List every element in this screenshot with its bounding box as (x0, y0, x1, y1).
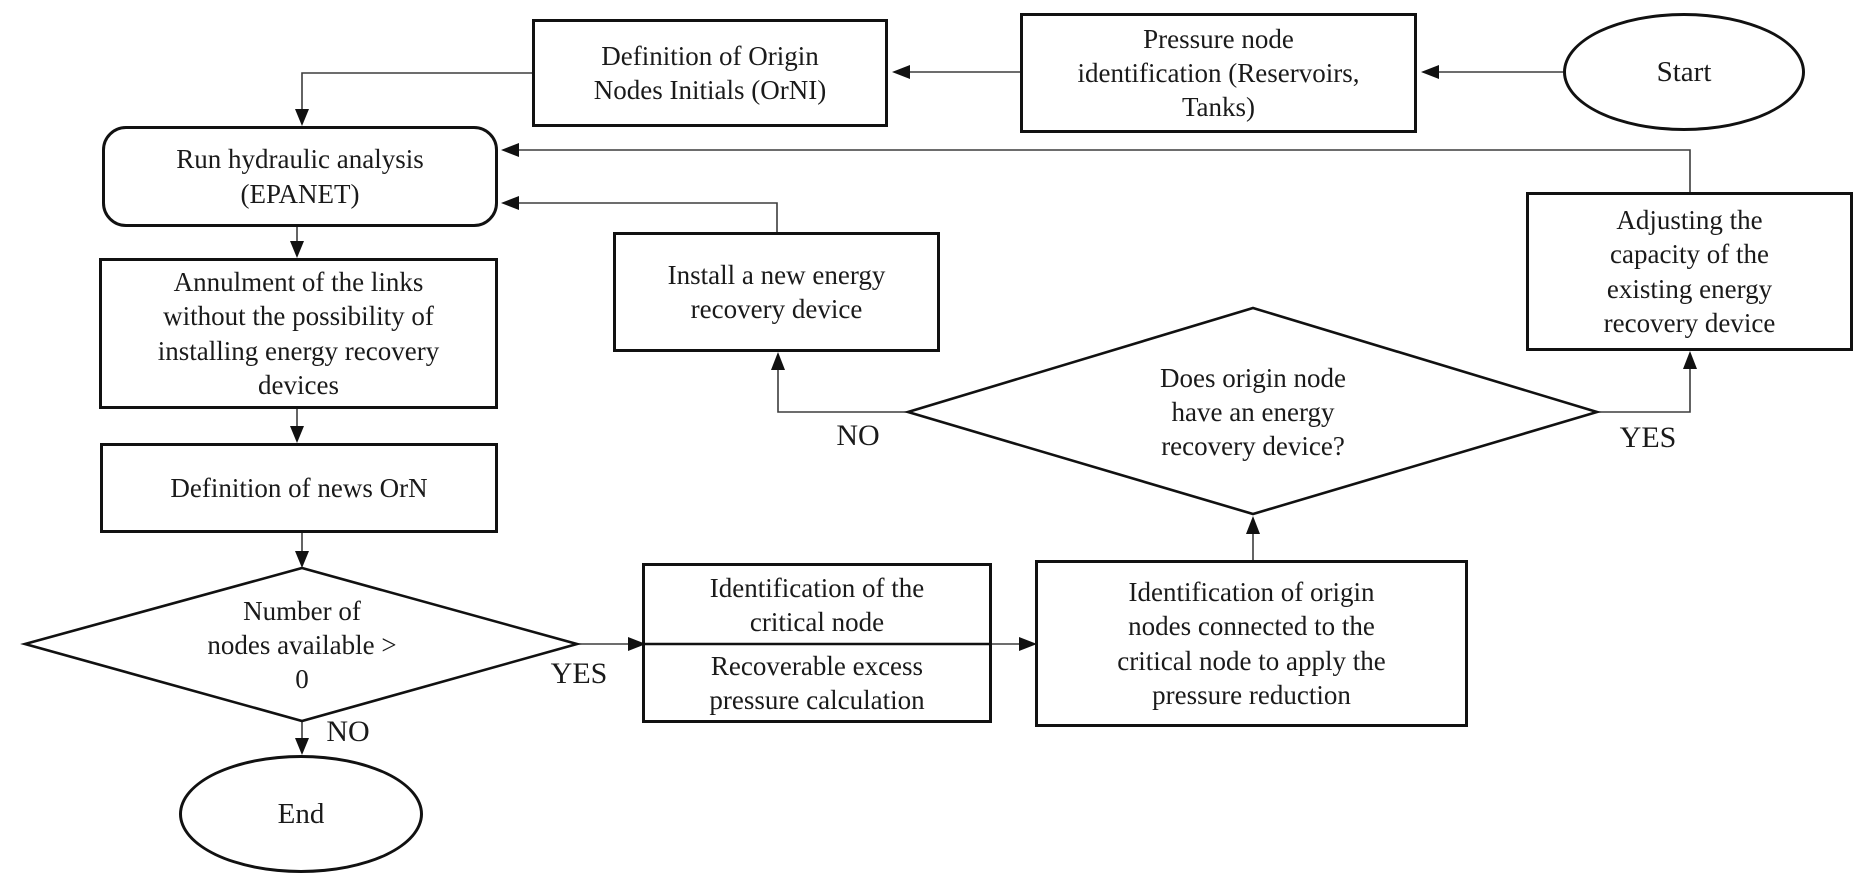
arrowhead (290, 241, 304, 258)
node-end: End (179, 755, 423, 873)
edge-energy-device-no-to-install (777, 356, 908, 413)
edge-label-energy-device-no: NO (836, 419, 880, 452)
node-run-hydraulic-analysis: Run hydraulic analysis (EPANET) (102, 126, 498, 227)
node-definition-news-orn: Definition of news OrN (100, 443, 498, 533)
critical-node-identification-top-label: Identification of the critical node (709, 572, 925, 637)
node-start: Start (1563, 13, 1805, 131)
edge-label-nodes-available-no: NO (326, 715, 370, 748)
critical-node-identification-top: Identification of the critical node (645, 566, 989, 643)
edge-adjust-to-run-hydraulic (505, 149, 1691, 192)
arrowhead (1019, 637, 1037, 651)
node-pressure-node-identification-label: Pressure node identification (Reservoirs… (1077, 23, 1360, 122)
arrowhead (290, 426, 304, 443)
critical-node-identification-bottom-label: Recoverable excess pressure calculation (709, 651, 925, 716)
node-pressure-node-identification: Pressure node identification (Reservoirs… (1020, 13, 1417, 133)
arrowhead (501, 143, 519, 157)
arrowhead (295, 109, 309, 126)
critical-node-identification-bottom: Recoverable excess pressure calculation (645, 646, 989, 720)
node-origin-nodes-identification-label: Identification of origin nodes connected… (1117, 577, 1386, 710)
decision-diamond-energy-device (903, 306, 1602, 516)
arrowhead (1246, 516, 1260, 534)
arrowhead (628, 637, 646, 651)
edge-label-energy-device-yes: YES (1619, 421, 1677, 454)
node-definition-news-orn-label: Definition of news OrN (170, 472, 428, 503)
arrowhead (1421, 65, 1439, 79)
decision-diamond-nodes-available (20, 566, 582, 723)
edge-label-nodes-available-yes: YES (550, 657, 608, 690)
node-start-label: Start (1656, 55, 1712, 88)
arrowhead (295, 551, 309, 568)
node-energy-device-decision-label: Does origin node have an energy recovery… (1160, 362, 1346, 461)
node-origin-nodes-identification: Identification of origin nodes connected… (1035, 560, 1468, 727)
node-annulment-links-label: Annulment of the links without the possi… (157, 267, 440, 400)
edge-install-to-run-hydraulic (505, 202, 778, 232)
arrowhead (295, 738, 309, 755)
node-critical-node-identification: Identification of the critical node Reco… (642, 563, 992, 723)
node-energy-device-decision: Does origin node have an energy recovery… (1073, 341, 1433, 483)
edge-energy-device-yes-to-adjust (1597, 355, 1691, 413)
node-nodes-available-decision-label: Number of nodes available > 0 (207, 595, 397, 694)
edge-orni-to-run-hydraulic (301, 72, 532, 122)
arrowhead (1683, 351, 1697, 369)
arrowhead (892, 65, 910, 79)
node-install-device: Install a new energy recovery device (613, 232, 940, 352)
node-nodes-available-decision: Number of nodes available > 0 (122, 575, 482, 715)
arrowhead (501, 196, 519, 210)
node-definition-orni: Definition of Origin Nodes Initials (OrN… (532, 19, 888, 127)
arrowhead (771, 352, 785, 370)
node-end-label: End (277, 797, 325, 830)
node-annulment-links: Annulment of the links without the possi… (99, 258, 498, 409)
node-adjust-capacity-label: Adjusting the capacity of the existing e… (1603, 205, 1776, 338)
node-install-device-label: Install a new energy recovery device (667, 259, 886, 324)
node-run-hydraulic-analysis-label: Run hydraulic analysis (EPANET) (176, 144, 424, 209)
node-definition-orni-label: Definition of Origin Nodes Initials (OrN… (593, 40, 827, 105)
node-adjust-capacity: Adjusting the capacity of the existing e… (1526, 192, 1853, 351)
